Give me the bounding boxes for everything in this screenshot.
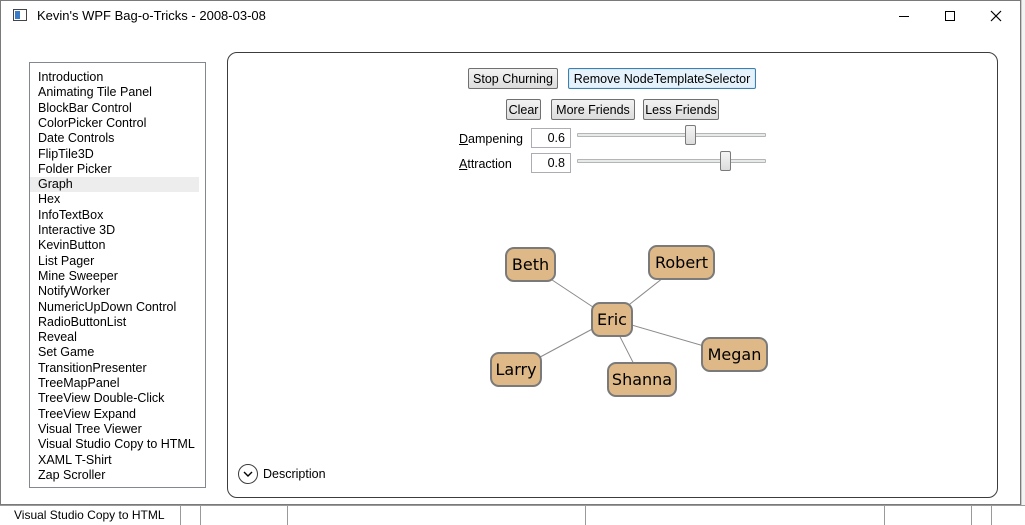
dampening-slider-track[interactable] [577, 133, 766, 137]
graph-node-beth[interactable]: Beth [505, 247, 556, 282]
dampening-label-text: ampening [468, 132, 523, 146]
attraction-accel-key: A [459, 157, 468, 171]
demo-panel [227, 52, 998, 498]
title-bar[interactable]: Kevin's WPF Bag-o-Tricks - 2008-03-08 [1, 1, 1020, 31]
window-title: Kevin's WPF Bag-o-Tricks - 2008-03-08 [37, 8, 266, 23]
minimize-button[interactable] [881, 1, 927, 31]
attraction-slider-track[interactable] [577, 159, 766, 163]
list-item-blockbar-control[interactable]: BlockBar Control [38, 100, 132, 115]
background-divider [991, 506, 992, 525]
graph-node-larry[interactable]: Larry [490, 352, 542, 387]
maximize-button[interactable] [927, 1, 973, 31]
list-item-fliptile3d[interactable]: FlipTile3D [38, 146, 94, 161]
stop-churning-button[interactable]: Stop Churning [468, 68, 558, 89]
app-icon [13, 9, 27, 21]
graph-node-shanna[interactable]: Shanna [607, 362, 677, 397]
list-item-infotextbox[interactable]: InfoTextBox [38, 207, 104, 222]
background-divider [200, 506, 201, 525]
background-window-edge [1021, 0, 1025, 505]
clear-button[interactable]: Clear [506, 99, 541, 120]
list-item-transitionpresenter[interactable]: TransitionPresenter [38, 360, 147, 375]
attraction-label: Attraction [459, 157, 512, 171]
dampening-label: Dampening [459, 132, 523, 146]
attraction-label-text: ttraction [467, 157, 512, 171]
list-item-colorpicker-control[interactable]: ColorPicker Control [38, 115, 147, 130]
list-item-mine-sweeper[interactable]: Mine Sweeper [38, 268, 118, 283]
list-item-visual-studio-copy-to-html[interactable]: Visual Studio Copy to HTML [38, 437, 195, 452]
description-label[interactable]: Description [263, 467, 326, 481]
list-item-visual-tree-viewer[interactable]: Visual Tree Viewer [38, 421, 142, 436]
more-friends-button[interactable]: More Friends [551, 99, 635, 120]
description-expander-button[interactable] [238, 464, 258, 484]
list-item-xaml-t-shirt[interactable]: XAML T-Shirt [38, 452, 112, 467]
list-item-animating-tile-panel[interactable]: Animating Tile Panel [38, 85, 152, 100]
background-divider [971, 506, 972, 525]
background-divider [287, 506, 288, 525]
dampening-value[interactable]: 0.6 [531, 128, 571, 148]
background-divider [180, 506, 181, 525]
list-item-date-controls[interactable]: Date Controls [38, 131, 115, 146]
chevron-down-icon [243, 471, 253, 477]
list-item-graph[interactable]: Graph [30, 177, 199, 193]
list-item-treemappanel[interactable]: TreeMapPanel [38, 376, 120, 390]
close-icon [990, 10, 1002, 22]
minimize-icon [899, 15, 909, 17]
less-friends-button[interactable]: Less Friends [643, 99, 719, 120]
list-item-numericupdown-control[interactable]: NumericUpDown Control [38, 299, 177, 314]
list-item-reveal[interactable]: Reveal [38, 330, 77, 345]
remove-node-template-selector-button[interactable]: Remove NodeTemplateSelector [568, 68, 756, 89]
attraction-value[interactable]: 0.8 [531, 153, 571, 173]
list-item-interactive-3d[interactable]: Interactive 3D [38, 223, 116, 237]
dampening-slider-thumb[interactable] [684, 125, 696, 145]
graph-node-megan[interactable]: Megan [701, 337, 768, 372]
maximize-icon [945, 11, 955, 21]
background-divider [585, 506, 586, 525]
background-divider [884, 506, 885, 525]
list-item-kevinbutton[interactable]: KevinButton [38, 238, 106, 253]
background-window-text: Visual Studio Copy to HTML [14, 508, 165, 522]
list-item-radiobuttonlist[interactable]: RadioButtonList [38, 314, 127, 329]
list-item-hex[interactable]: Hex [38, 192, 61, 207]
graph-node-robert[interactable]: Robert [648, 245, 715, 280]
main-window: Kevin's WPF Bag-o-Tricks - 2008-03-08 In… [0, 0, 1021, 505]
graph-node-eric[interactable]: Eric [591, 302, 633, 337]
dampening-accel-key: D [459, 132, 469, 146]
list-item-notifyworker[interactable]: NotifyWorker [38, 284, 111, 299]
list-item-treeview-double-click[interactable]: TreeView Double-Click [38, 391, 165, 406]
background-window-strip: Visual Studio Copy to HTML [0, 505, 1025, 525]
list-item-introduction[interactable]: Introduction [38, 70, 104, 84]
list-item-folder-picker[interactable]: Folder Picker [38, 161, 112, 176]
list-item-set-game[interactable]: Set Game [38, 345, 95, 360]
attraction-slider-thumb[interactable] [720, 151, 732, 171]
list-item-treeview-expand[interactable]: TreeView Expand [38, 406, 136, 421]
list-item-list-pager[interactable]: List Pager [38, 253, 95, 268]
close-button[interactable] [973, 1, 1019, 31]
list-item-zap-scroller[interactable]: Zap Scroller [38, 467, 106, 482]
